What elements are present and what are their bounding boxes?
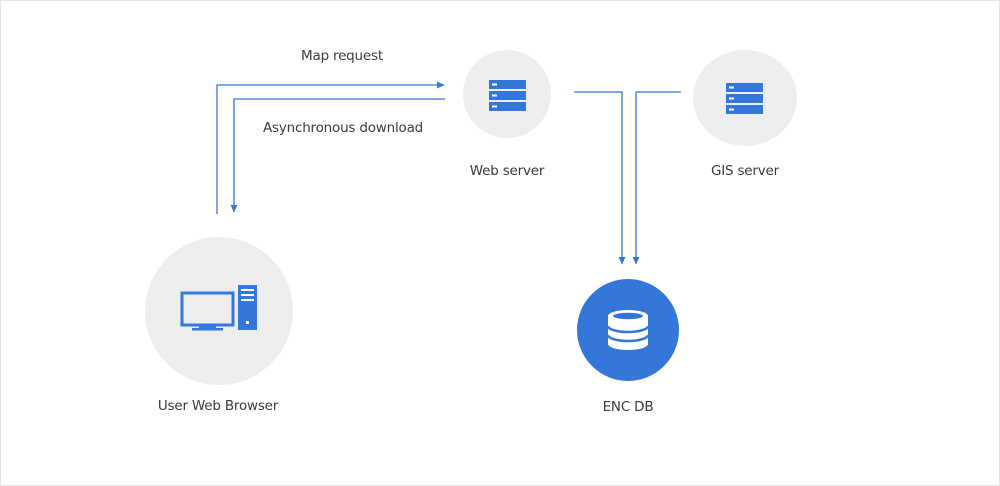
web-server-node (463, 50, 551, 138)
user-browser-label: User Web Browser (157, 398, 279, 414)
gis-server-node (693, 50, 797, 146)
async-download-label: Asynchronous download (262, 120, 424, 136)
server-icon (489, 80, 526, 111)
web-server-label: Web server (469, 163, 545, 179)
database-icon (606, 310, 650, 350)
user-browser-node (145, 237, 293, 385)
gis-server-label: GIS server (710, 163, 780, 179)
map-request-label: Map request (301, 48, 383, 64)
enc-db-label: ENC DB (602, 399, 654, 415)
computer-icon (180, 285, 257, 331)
enc-db-node (577, 279, 679, 381)
server-icon (726, 83, 763, 114)
map-request-arrow (216, 81, 445, 214)
async-download-arrow (230, 98, 445, 213)
gisserver-to-db-arrow (632, 91, 681, 265)
webserver-to-db-arrow (574, 91, 626, 265)
